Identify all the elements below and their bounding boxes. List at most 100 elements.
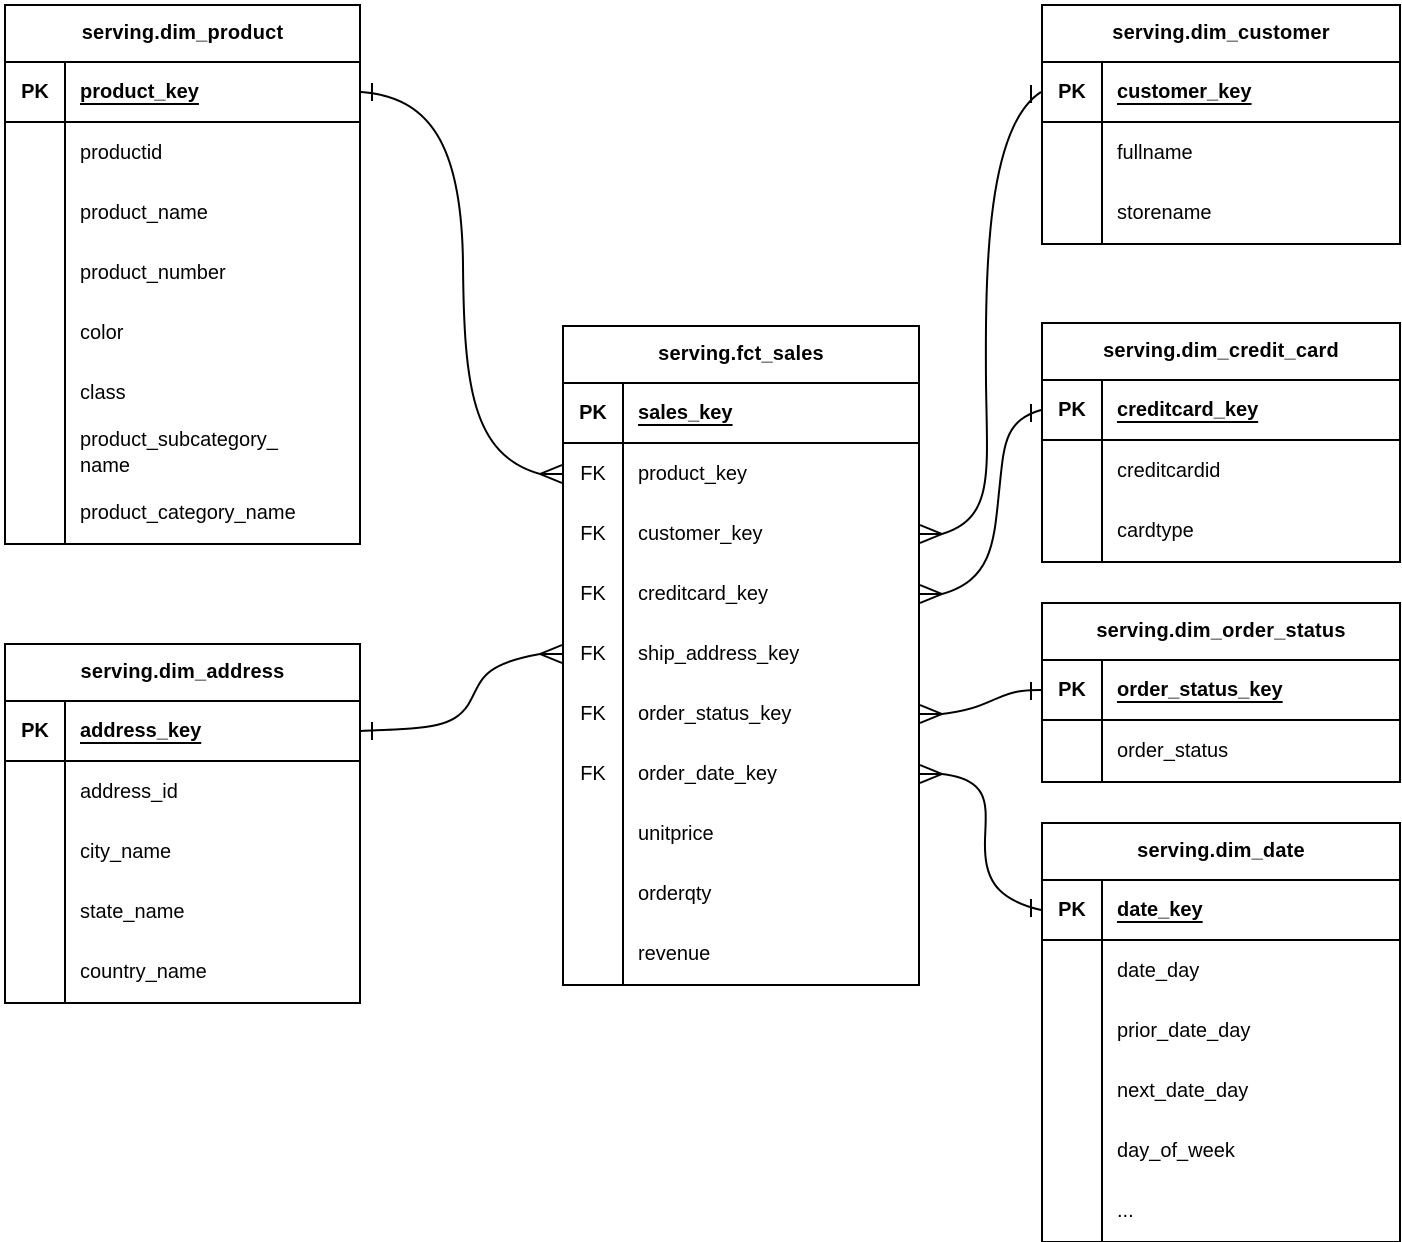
pk-column-name: customer_key: [1117, 81, 1252, 103]
table-row: unitprice: [564, 804, 918, 864]
crow-foot-many-order_date: [919, 764, 943, 784]
key-badge-empty: [6, 303, 66, 363]
column-name: product_subcategory_ name: [80, 429, 278, 477]
table-row: productid: [6, 123, 359, 183]
column-name: class: [80, 382, 126, 404]
relationship-creditcard: [941, 409, 1042, 595]
key-badge-empty: [1043, 1181, 1103, 1241]
relationship-order_date: [941, 773, 1042, 911]
table-row: FK customer_key: [564, 504, 918, 564]
table-row: address_id: [6, 762, 359, 822]
key-badge-empty: [6, 483, 66, 543]
key-badge-empty: [6, 882, 66, 942]
column-name: ...: [1117, 1200, 1134, 1222]
table-title: serving.dim_date: [1043, 824, 1399, 881]
table-row: FK ship_address_key: [564, 624, 918, 684]
pk-column-name: address_key: [80, 720, 202, 742]
column-name: color: [80, 322, 124, 344]
table-row: product_name: [6, 183, 359, 243]
column-name: product_name: [80, 202, 208, 224]
key-badge-empty: [6, 363, 66, 423]
pk-row: PK address_key: [6, 702, 359, 762]
fk-badge: FK: [564, 684, 624, 744]
table-row: revenue: [564, 924, 918, 984]
table-title: serving.fct_sales: [564, 327, 918, 384]
table-row: fullname: [1043, 123, 1399, 183]
table-row: creditcardid: [1043, 441, 1399, 501]
pk-row: PK product_key: [6, 63, 359, 123]
relationship-order_status: [941, 689, 1042, 715]
pk-badge: PK: [6, 63, 66, 121]
column-name: revenue: [638, 943, 711, 965]
relationship-ship_address: [360, 653, 541, 732]
key-badge-empty: [6, 243, 66, 303]
table-row: order_status: [1043, 721, 1399, 781]
table-row: next_date_day: [1043, 1061, 1399, 1121]
column-name: customer_key: [638, 523, 763, 545]
pk-badge: PK: [1043, 881, 1103, 939]
crow-foot-many-creditcard: [919, 584, 943, 604]
fk-badge: FK: [564, 504, 624, 564]
table-row: cardtype: [1043, 501, 1399, 561]
key-badge-empty: [6, 123, 66, 183]
key-badge-empty: [6, 423, 66, 483]
column-name: order_status_key: [638, 703, 792, 725]
column-name: next_date_day: [1117, 1080, 1249, 1102]
column-name: date_day: [1117, 960, 1200, 982]
key-badge-empty: [6, 822, 66, 882]
table-title: serving.dim_customer: [1043, 6, 1399, 63]
column-name: storename: [1117, 202, 1212, 224]
fk-badge: FK: [564, 624, 624, 684]
column-name: ship_address_key: [638, 643, 800, 665]
crow-foot-many-customer: [919, 524, 943, 544]
pk-badge: PK: [1043, 661, 1103, 719]
table-row: storename: [1043, 183, 1399, 243]
column-name: product_number: [80, 262, 226, 284]
key-badge-empty: [6, 183, 66, 243]
column-name: prior_date_day: [1117, 1020, 1251, 1042]
table-row: country_name: [6, 942, 359, 1002]
pk-badge: PK: [6, 702, 66, 760]
table-body: fullname storename: [1043, 123, 1399, 243]
key-badge-empty: [1043, 123, 1103, 183]
key-badge-empty: [1043, 1001, 1103, 1061]
table-row: prior_date_day: [1043, 1001, 1399, 1061]
table-row: state_name: [6, 882, 359, 942]
table-row: class: [6, 363, 359, 423]
fk-badge: FK: [564, 744, 624, 804]
table-row: date_day: [1043, 941, 1399, 1001]
pk-column-name: product_key: [80, 81, 199, 103]
fk-badge: FK: [564, 444, 624, 504]
column-name: state_name: [80, 901, 185, 923]
table-row: FK order_status_key: [564, 684, 918, 744]
key-badge-empty: [6, 942, 66, 1002]
table-row: ...: [1043, 1181, 1399, 1241]
column-name: creditcard_key: [638, 583, 769, 605]
crow-foot-many-product: [539, 464, 563, 484]
table-row: product_category_name: [6, 483, 359, 543]
pk-column-name: sales_key: [638, 402, 733, 424]
table-row: orderqty: [564, 864, 918, 924]
key-badge-empty: [6, 762, 66, 822]
relationship-customer: [941, 91, 1042, 535]
table-title: serving.dim_credit_card: [1043, 324, 1399, 381]
